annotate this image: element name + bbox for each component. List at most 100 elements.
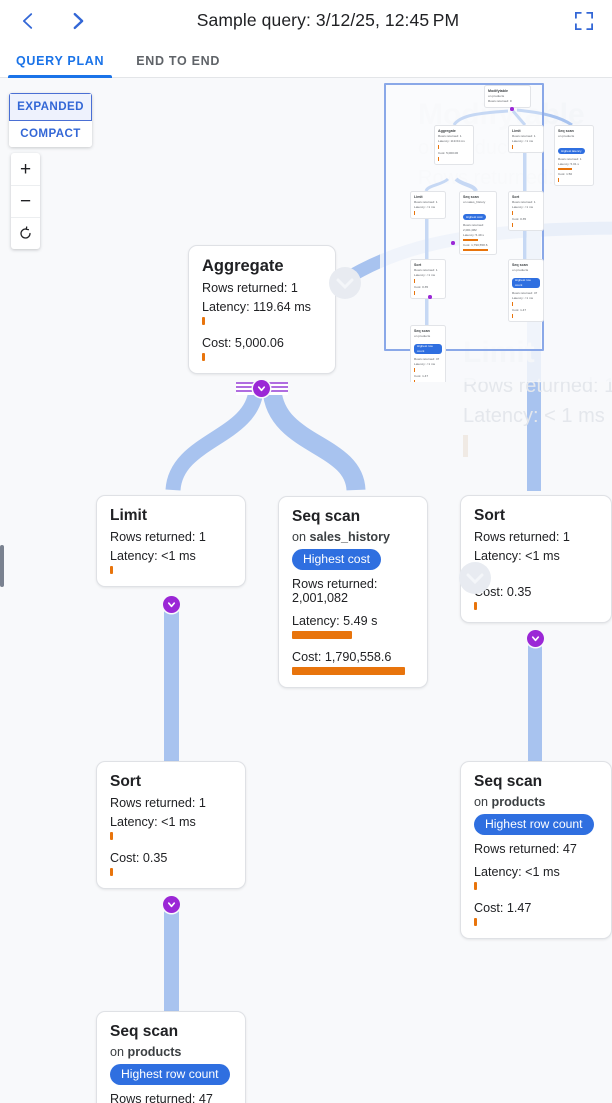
status-badge-highest-cost: Highest cost: [292, 549, 382, 570]
node-cost: Cost: 1.47: [474, 901, 532, 915]
minimap-cost-bar: [414, 380, 415, 382]
relation-name: products: [491, 795, 546, 809]
minimap-node-cost: Cost: 1.47: [512, 308, 527, 313]
collapse-toggle-sort-right[interactable]: [527, 630, 544, 647]
node-sort-left[interactable]: Sort Rows returned: 1 Latency: <1 ms Cos…: [96, 761, 246, 889]
minimap-node-relation: on products: [488, 93, 505, 98]
node-rows-returned: Rows returned: 47: [110, 1092, 213, 1103]
minimap-node-title: Sort: [512, 194, 520, 199]
minimap-node-cost: Cost: 0.35: [512, 217, 527, 222]
node-rows-returned: Rows returned: 1: [202, 281, 298, 295]
zoom-in-button[interactable]: +: [19, 158, 32, 180]
node-relation: on products: [110, 1045, 232, 1059]
status-badge-highest-row-count: Highest row count: [110, 1064, 230, 1085]
latency-bar: [474, 566, 477, 574]
minimap-node: Limit Rows returned: 1 Latency: <1 ms: [508, 125, 544, 153]
minimap-node-title: Limit: [414, 194, 423, 199]
node-limit-middle[interactable]: Limit Rows returned: 1 Latency: <1 ms: [96, 495, 246, 587]
minimap-node-cost: Cost: 1.47: [414, 374, 429, 379]
minimap-node-latency: Latency: <1 ms: [512, 138, 534, 143]
node-latency: Latency: <1 ms: [474, 549, 560, 563]
cost-bar: [474, 602, 477, 610]
minimap-node: Aggregate Rows returned: 1 Latency: 119.…: [434, 125, 474, 165]
minimap-node-rows: Rows returned: 47: [414, 356, 440, 361]
latency-bar: [110, 832, 113, 840]
node-latency: Latency: <1 ms: [474, 865, 560, 879]
cost-bar: [110, 868, 113, 876]
minimap-latency-bar: [438, 145, 439, 150]
minimap-node-title: Aggregate: [438, 128, 456, 133]
node-rows-returned: Rows returned: 47: [474, 842, 577, 856]
minimap-node-rows: Rows returned: 1: [512, 133, 536, 138]
node-title: Seq scan: [474, 773, 543, 790]
minimap-cost-bar: [512, 223, 513, 228]
node-seq-scan-products-right[interactable]: Seq scan on products Highest row count R…: [460, 761, 612, 939]
minimap-badge: Highest row count: [414, 343, 442, 354]
node-sort-right[interactable]: Sort Rows returned: 1 Latency: <1 ms Cos…: [460, 495, 612, 623]
node-relation: on products: [474, 795, 598, 809]
reset-rotate-icon[interactable]: [11, 217, 40, 249]
minimap-node-relation: on products: [558, 133, 575, 138]
minimap-latency-bar: [512, 211, 513, 216]
node-title: Limit: [110, 507, 148, 524]
plan-canvas[interactable]: Modifytable on products Rows returned: L…: [0, 78, 612, 1103]
node-rows-returned: Rows returned: 1: [474, 530, 570, 544]
collapse-toggle-aggregate[interactable]: [253, 380, 270, 397]
node-aggregate[interactable]: Aggregate Rows returned: 1 Latency: 119.…: [188, 245, 336, 374]
collapse-toggle-sort-left[interactable]: [163, 896, 180, 913]
minimap-cost-bar: [414, 291, 415, 296]
minimap-node-relation: on products: [512, 267, 529, 272]
fullscreen-icon[interactable]: [564, 1, 604, 41]
relation-name: products: [127, 1045, 182, 1059]
minimap-node-rows: Rows returned: 1: [512, 199, 536, 204]
cost-bar: [202, 353, 205, 361]
node-rows-returned: Rows returned: 1: [110, 530, 206, 544]
minimap[interactable]: Modifytable on products Rows returned: 0…: [380, 79, 612, 382]
node-rows-returned-label: Rows returned:: [292, 577, 378, 591]
on-prefix: on: [474, 795, 492, 809]
minimap-latency-bar: [512, 145, 513, 150]
tab-bar: QUERY PLAN END TO END: [0, 41, 612, 78]
chevron-left-icon[interactable]: [8, 1, 48, 41]
node-seq-scan-products-bottom[interactable]: Seq scan on products Highest row count R…: [96, 1011, 246, 1103]
minimap-cost-bar: [558, 178, 559, 183]
minimap-node-rows: Rows returned: 1: [438, 133, 462, 138]
minimap-node-title: Seq scan: [463, 194, 479, 199]
minimap-badge: Highest cost: [463, 214, 486, 220]
minimap-latency-bar: [512, 302, 513, 307]
chevron-right-icon[interactable]: [58, 1, 98, 41]
latency-bar: [474, 882, 477, 890]
zoom-controls: + −: [11, 153, 40, 249]
expanded-button[interactable]: EXPANDED: [9, 93, 92, 121]
minimap-node: Limit Rows returned: 1 Latency: <1 ms: [410, 191, 446, 219]
tab-end-to-end[interactable]: END TO END: [136, 53, 221, 68]
vertical-scrollbar-thumb[interactable]: [0, 545, 4, 587]
minimap-node-title: Seq scan: [414, 328, 430, 333]
minimap-node-rows: Rows returned: 1: [414, 267, 438, 272]
latency-bar: [202, 317, 205, 325]
collapse-toggle-limit[interactable]: [163, 596, 180, 613]
minimap-node-cost: Cost: 0.35: [414, 285, 429, 290]
minimap-node: Seq scan on products Highest latency Row…: [554, 125, 594, 186]
node-cost: Cost: 0.35: [110, 851, 168, 865]
tab-query-plan[interactable]: QUERY PLAN: [0, 54, 120, 78]
node-seq-scan-sales-history[interactable]: Seq scan on sales_history Highest cost R…: [278, 496, 428, 688]
minimap-node-latency: Latency: 5.01 s: [558, 162, 579, 167]
minimap-node-latency: Latency: <1 ms: [414, 362, 436, 367]
minimap-node-latency: Latency: 5.49 s: [463, 233, 484, 238]
minimap-node: Seq scan on products Highest row count R…: [508, 259, 544, 322]
page-header: Sample query: 3/12/25, 12:45 PM: [0, 0, 612, 41]
minimap-node-latency: Latency: <1 ms: [414, 204, 436, 209]
cost-bar: [474, 918, 477, 926]
minimap-toggle-dot: [451, 241, 455, 245]
layout-mode-toggle-group: EXPANDED COMPACT: [9, 93, 92, 147]
minimap-node: Sort Rows returned: 1 Latency: <1 ms Cos…: [508, 191, 544, 231]
compact-button[interactable]: COMPACT: [9, 121, 92, 147]
minimap-node-cost: Cost: 1.50: [558, 172, 573, 177]
minimap-node-cost: Cost: 5,000.06: [438, 151, 459, 156]
minimap-node-latency: Latency: <1 ms: [414, 272, 436, 277]
minimap-node-title: Limit: [512, 128, 521, 133]
minimap-cost-bar: [512, 314, 513, 319]
zoom-out-button[interactable]: −: [11, 185, 40, 217]
on-prefix: on: [292, 530, 310, 544]
